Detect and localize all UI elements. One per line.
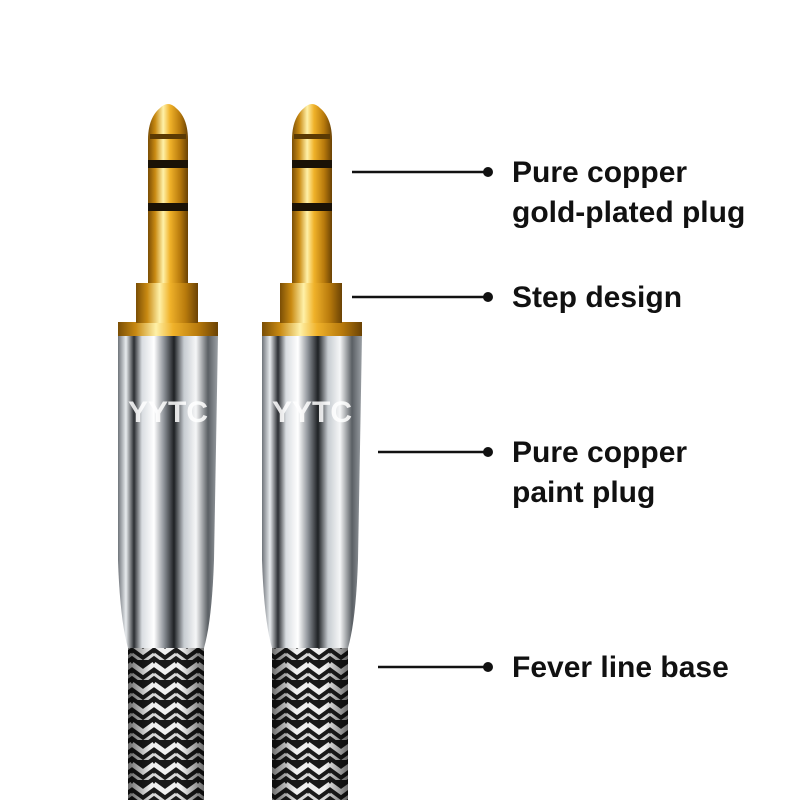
callout-label-fever-line-base: Fever line base [512, 648, 729, 688]
callout-label-line: gold-plated plug [512, 196, 746, 229]
gold-pin-right [292, 104, 332, 283]
leader-dot-1 [483, 167, 493, 177]
chrome-barrel-right [262, 335, 362, 648]
callout-label-step-design: Step design [512, 278, 682, 318]
gold-pin-left [148, 104, 188, 283]
callout-leaders [352, 167, 493, 672]
leader-dot-3 [483, 447, 493, 457]
gold-collar-right [262, 322, 362, 336]
step-left [136, 283, 198, 323]
brand-text-left: YYTC [128, 396, 208, 429]
audio-jack-plug-left: YYTC [118, 104, 218, 800]
callout-label-line: Pure copper [512, 436, 688, 469]
gold-collar-left [118, 322, 218, 336]
step-right [280, 283, 342, 323]
callout-label-line: Step design [512, 281, 683, 314]
callout-label-line: Pure copper [512, 156, 688, 189]
chrome-barrel-left [118, 335, 218, 648]
callout-label-paint-plug: Pure copper paint plug [512, 433, 687, 513]
callout-label-line: paint plug [512, 476, 656, 509]
leader-dot-4 [483, 662, 493, 672]
brand-text-right: YYTC [272, 396, 352, 429]
audio-jack-plug-right: YYTC [262, 104, 362, 800]
callout-label-line: Fever line base [512, 651, 729, 684]
leader-dot-2 [483, 292, 493, 302]
callout-label-gold-plated-plug: Pure copper gold-plated plug [512, 153, 745, 233]
